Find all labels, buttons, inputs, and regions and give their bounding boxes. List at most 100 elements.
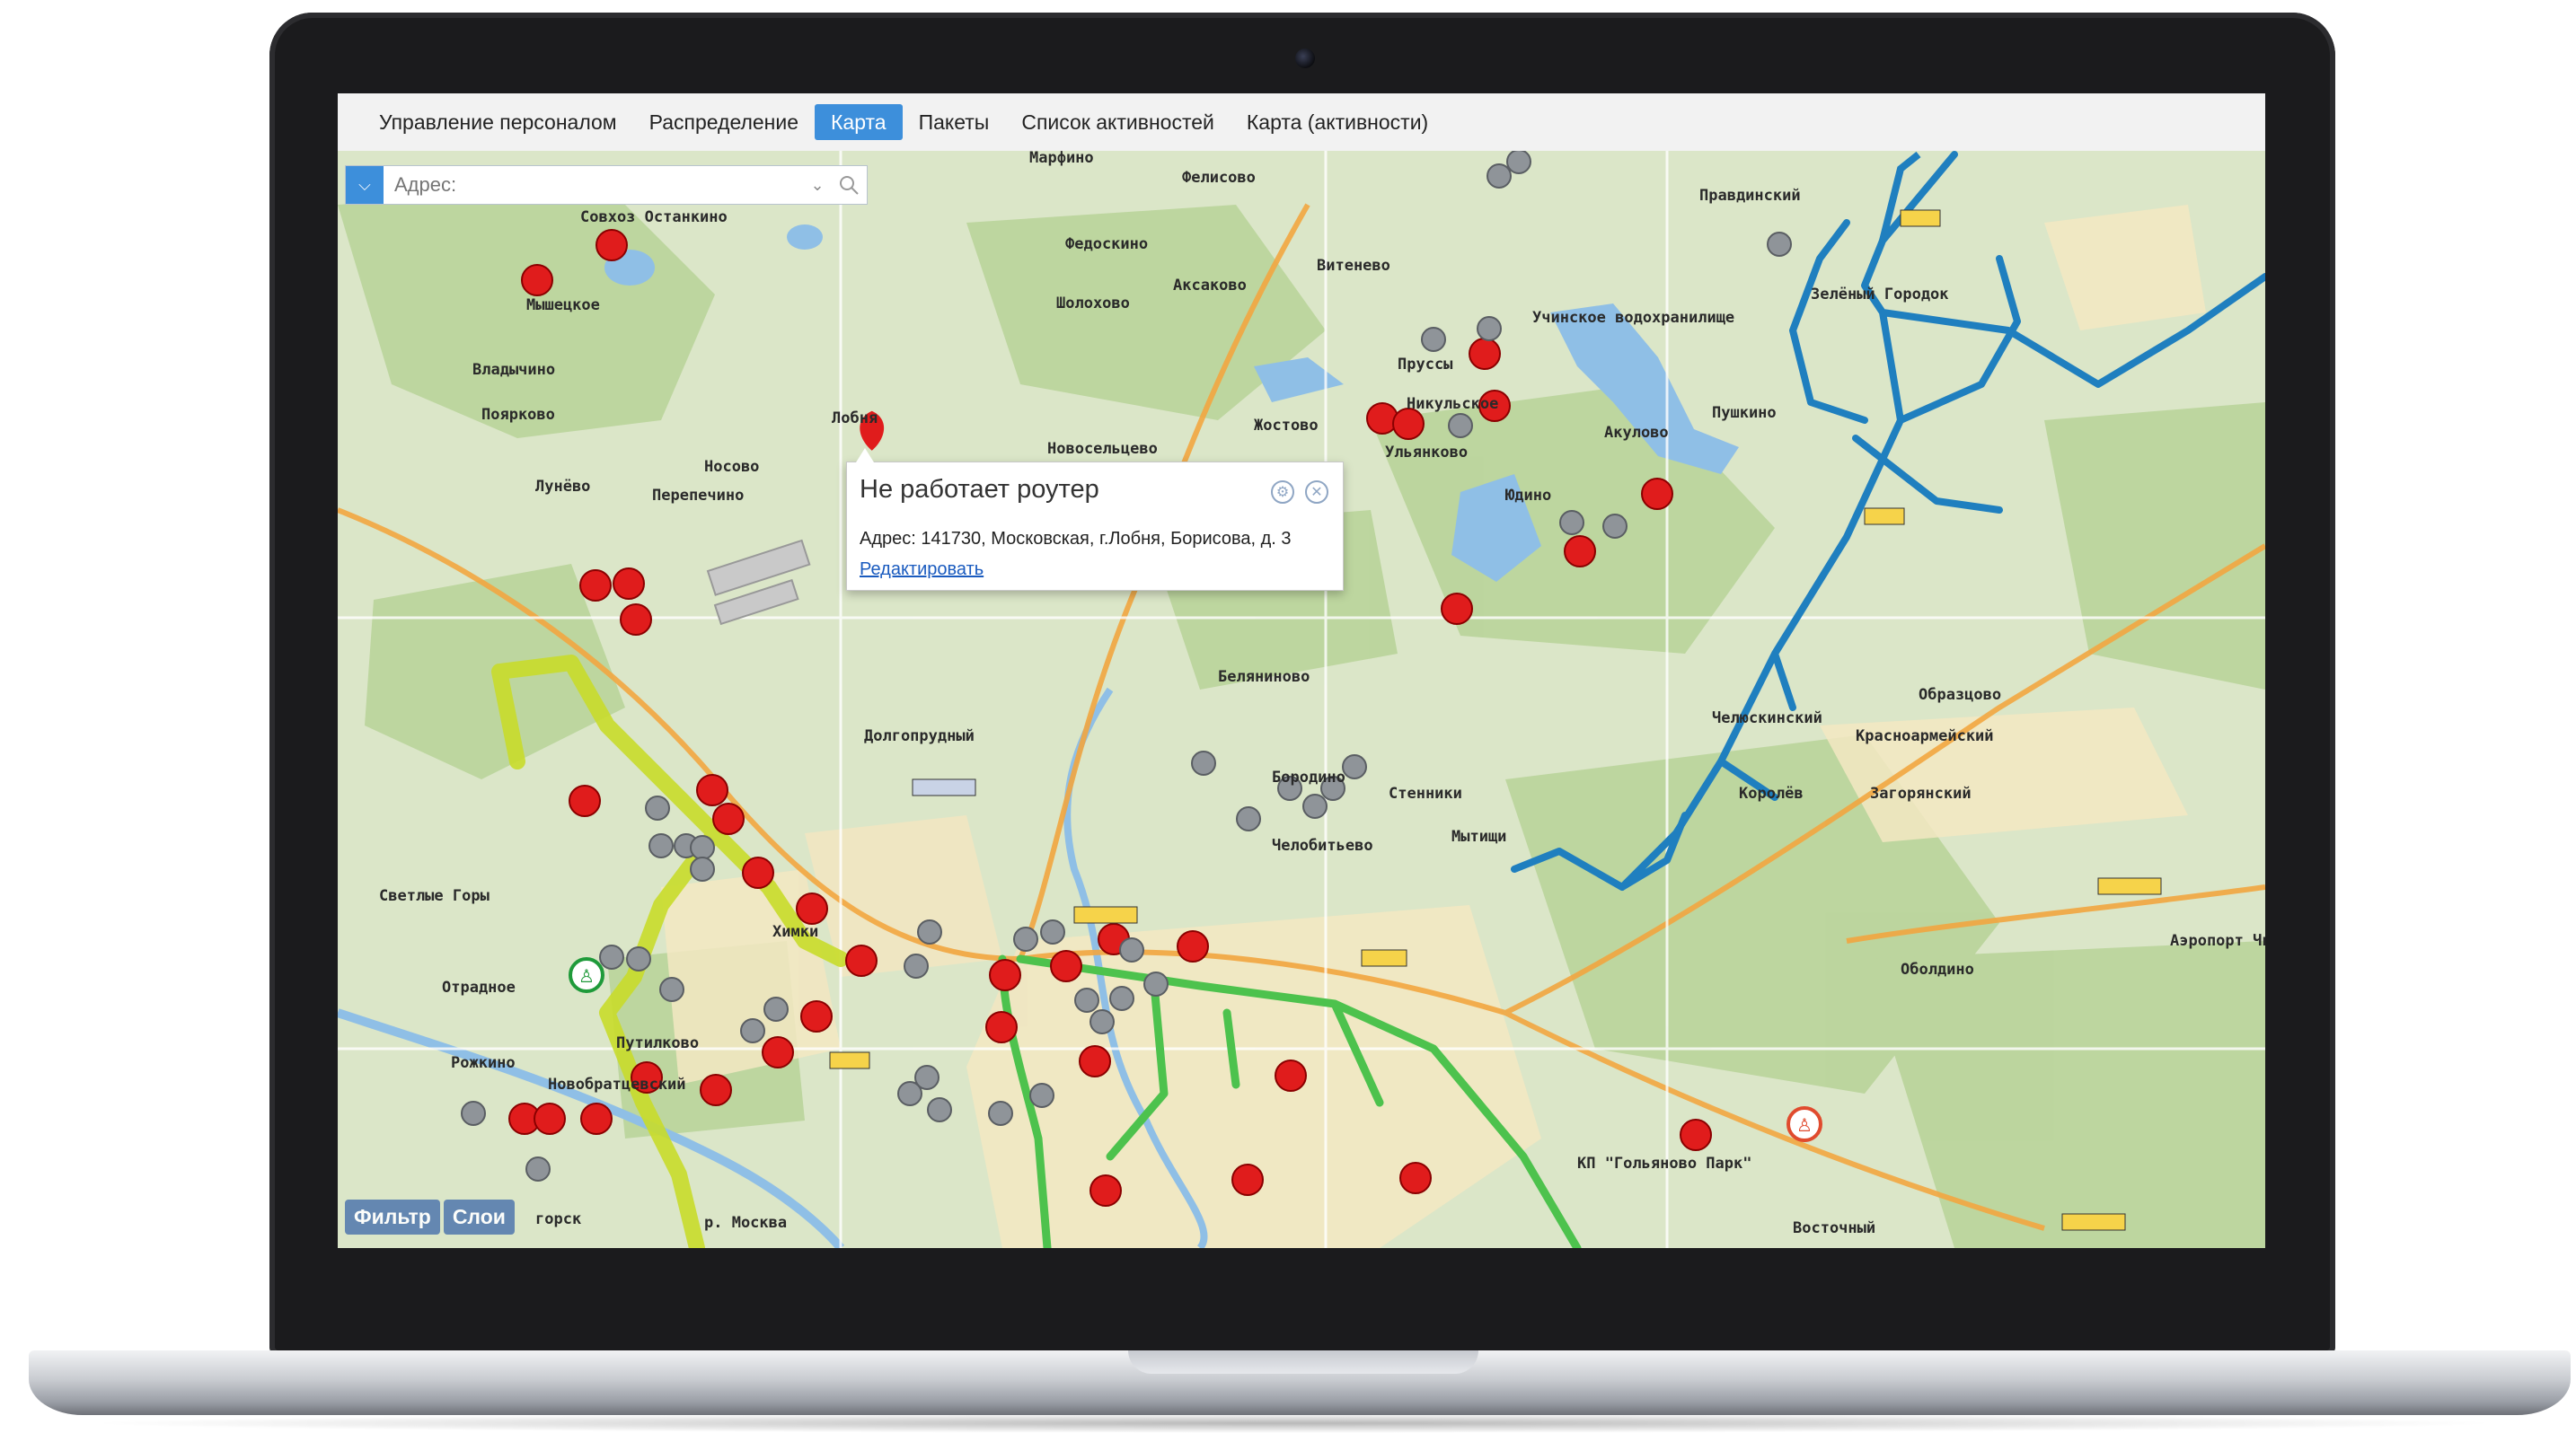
red-incident-marker[interactable] bbox=[796, 892, 828, 925]
red-incident-marker[interactable] bbox=[1079, 1045, 1111, 1077]
red-incident-marker[interactable] bbox=[1231, 1164, 1264, 1196]
red-incident-marker[interactable] bbox=[1441, 593, 1473, 625]
red-incident-marker[interactable] bbox=[534, 1103, 566, 1135]
grey-point-marker[interactable] bbox=[659, 977, 684, 1002]
red-incident-marker[interactable] bbox=[742, 857, 774, 889]
grey-point-marker[interactable] bbox=[1320, 776, 1345, 801]
grey-point-marker[interactable] bbox=[1448, 413, 1473, 438]
grey-point-marker[interactable] bbox=[1302, 794, 1328, 819]
red-incident-marker[interactable] bbox=[1392, 408, 1425, 440]
grey-point-marker[interactable] bbox=[917, 919, 942, 945]
grey-point-marker[interactable] bbox=[1090, 1009, 1115, 1034]
red-incident-marker[interactable] bbox=[521, 264, 553, 296]
map-svg[interactable]: ♙ ♙ bbox=[338, 149, 2265, 1248]
red-incident-marker[interactable] bbox=[845, 945, 878, 977]
grey-point-marker[interactable] bbox=[1506, 149, 1531, 174]
red-incident-marker[interactable] bbox=[579, 569, 612, 602]
address-input[interactable] bbox=[384, 172, 804, 198]
grey-point-marker[interactable] bbox=[763, 997, 789, 1022]
grey-point-marker[interactable] bbox=[1013, 927, 1038, 952]
red-incident-marker[interactable] bbox=[800, 1000, 833, 1033]
red-incident-marker[interactable] bbox=[1564, 535, 1596, 567]
map-label: Новосельцево bbox=[1047, 440, 1158, 458]
grey-point-marker[interactable] bbox=[648, 833, 674, 858]
screen: Управление персоналом Распределение Карт… bbox=[338, 93, 2265, 1248]
map-label: Загорянский bbox=[1870, 785, 1972, 803]
grey-point-marker[interactable] bbox=[1477, 316, 1502, 341]
grey-point-marker[interactable] bbox=[897, 1081, 922, 1106]
red-incident-marker[interactable] bbox=[613, 567, 645, 600]
red-incident-marker[interactable] bbox=[631, 1061, 663, 1094]
nav-activity-list[interactable]: Список активностей bbox=[1021, 110, 1214, 134]
red-incident-marker[interactable] bbox=[696, 774, 728, 806]
selected-pin-marker[interactable] bbox=[860, 410, 885, 451]
grey-point-marker[interactable] bbox=[1191, 751, 1216, 776]
red-incident-marker[interactable] bbox=[1641, 478, 1673, 510]
nav-packages[interactable]: Пакеты bbox=[918, 110, 990, 134]
red-incident-marker[interactable] bbox=[712, 803, 745, 835]
settings-icon[interactable]: ⚙ bbox=[1271, 480, 1294, 504]
map-label: Челобитьево bbox=[1272, 837, 1373, 855]
grey-point-marker[interactable] bbox=[1074, 988, 1099, 1013]
grey-point-marker[interactable] bbox=[1143, 972, 1169, 997]
grey-point-marker[interactable] bbox=[1119, 937, 1144, 963]
grey-point-marker[interactable] bbox=[626, 946, 651, 972]
search-mode-dropdown[interactable]: ⌵ bbox=[346, 166, 384, 204]
grey-point-marker[interactable] bbox=[988, 1101, 1013, 1126]
layers-button[interactable]: Слои bbox=[443, 1200, 515, 1235]
grey-point-marker[interactable] bbox=[1040, 919, 1065, 945]
laptop-shadow bbox=[81, 1413, 2506, 1433]
nav-map[interactable]: Карта bbox=[815, 104, 903, 140]
red-incident-marker[interactable] bbox=[1050, 950, 1082, 982]
red-incident-marker[interactable] bbox=[1680, 1119, 1712, 1151]
map-label: Королёв bbox=[1739, 785, 1804, 803]
grey-point-marker[interactable] bbox=[690, 857, 715, 882]
red-incident-marker[interactable] bbox=[569, 785, 601, 817]
red-incident-marker[interactable] bbox=[985, 1011, 1018, 1043]
nav-activity-map[interactable]: Карта (активности) bbox=[1246, 110, 1429, 134]
red-incident-marker[interactable] bbox=[1177, 930, 1209, 963]
grey-point-marker[interactable] bbox=[904, 954, 929, 979]
grey-point-marker[interactable] bbox=[1421, 327, 1446, 352]
chevron-down-icon[interactable]: ⌄ bbox=[810, 175, 825, 194]
grey-point-marker[interactable] bbox=[461, 1101, 486, 1126]
filter-button[interactable]: Фильтр bbox=[345, 1200, 440, 1235]
nav-distribution[interactable]: Распределение bbox=[648, 110, 799, 134]
map-label: Лобня bbox=[832, 409, 878, 427]
edit-link[interactable]: Редактировать bbox=[860, 559, 984, 579]
red-incident-marker[interactable] bbox=[1478, 390, 1511, 422]
grey-point-marker[interactable] bbox=[645, 796, 670, 821]
red-incident-marker[interactable] bbox=[1399, 1162, 1432, 1194]
svg-text:♙: ♙ bbox=[578, 965, 595, 987]
red-incident-marker[interactable] bbox=[1366, 402, 1398, 435]
grey-point-marker[interactable] bbox=[525, 1156, 551, 1182]
grey-point-marker[interactable] bbox=[1486, 163, 1512, 189]
red-incident-marker[interactable] bbox=[580, 1103, 613, 1135]
grey-point-marker[interactable] bbox=[1342, 754, 1367, 779]
grey-point-marker[interactable] bbox=[1602, 514, 1628, 539]
nav-personnel[interactable]: Управление персоналом bbox=[379, 110, 617, 134]
red-incident-marker[interactable] bbox=[595, 229, 628, 261]
grey-point-marker[interactable] bbox=[1236, 806, 1261, 831]
red-incident-marker[interactable] bbox=[1469, 338, 1501, 370]
grey-point-marker[interactable] bbox=[740, 1018, 765, 1043]
map-canvas[interactable]: ♙ ♙ Марфино Фелисово Совхоз Останкино Фе… bbox=[338, 149, 2265, 1248]
grey-point-marker[interactable] bbox=[1029, 1083, 1054, 1108]
grey-point-marker[interactable] bbox=[914, 1065, 940, 1090]
red-incident-marker[interactable] bbox=[1090, 1174, 1122, 1207]
grey-point-marker[interactable] bbox=[1767, 232, 1792, 257]
grey-point-marker[interactable] bbox=[599, 945, 624, 970]
red-incident-marker[interactable] bbox=[762, 1036, 794, 1068]
red-incident-marker[interactable] bbox=[700, 1074, 732, 1106]
close-icon[interactable]: ✕ bbox=[1305, 480, 1328, 504]
red-incident-marker[interactable] bbox=[1275, 1060, 1307, 1092]
grey-point-marker[interactable] bbox=[1559, 510, 1584, 535]
grey-point-marker[interactable] bbox=[690, 835, 715, 860]
grey-point-marker[interactable] bbox=[927, 1097, 952, 1122]
red-incident-marker[interactable] bbox=[989, 959, 1021, 991]
grey-point-marker[interactable] bbox=[1277, 776, 1302, 801]
grey-point-marker[interactable] bbox=[1109, 986, 1134, 1011]
map-label: Пушкино bbox=[1712, 404, 1777, 422]
red-incident-marker[interactable] bbox=[620, 603, 652, 636]
search-icon[interactable] bbox=[831, 174, 867, 196]
